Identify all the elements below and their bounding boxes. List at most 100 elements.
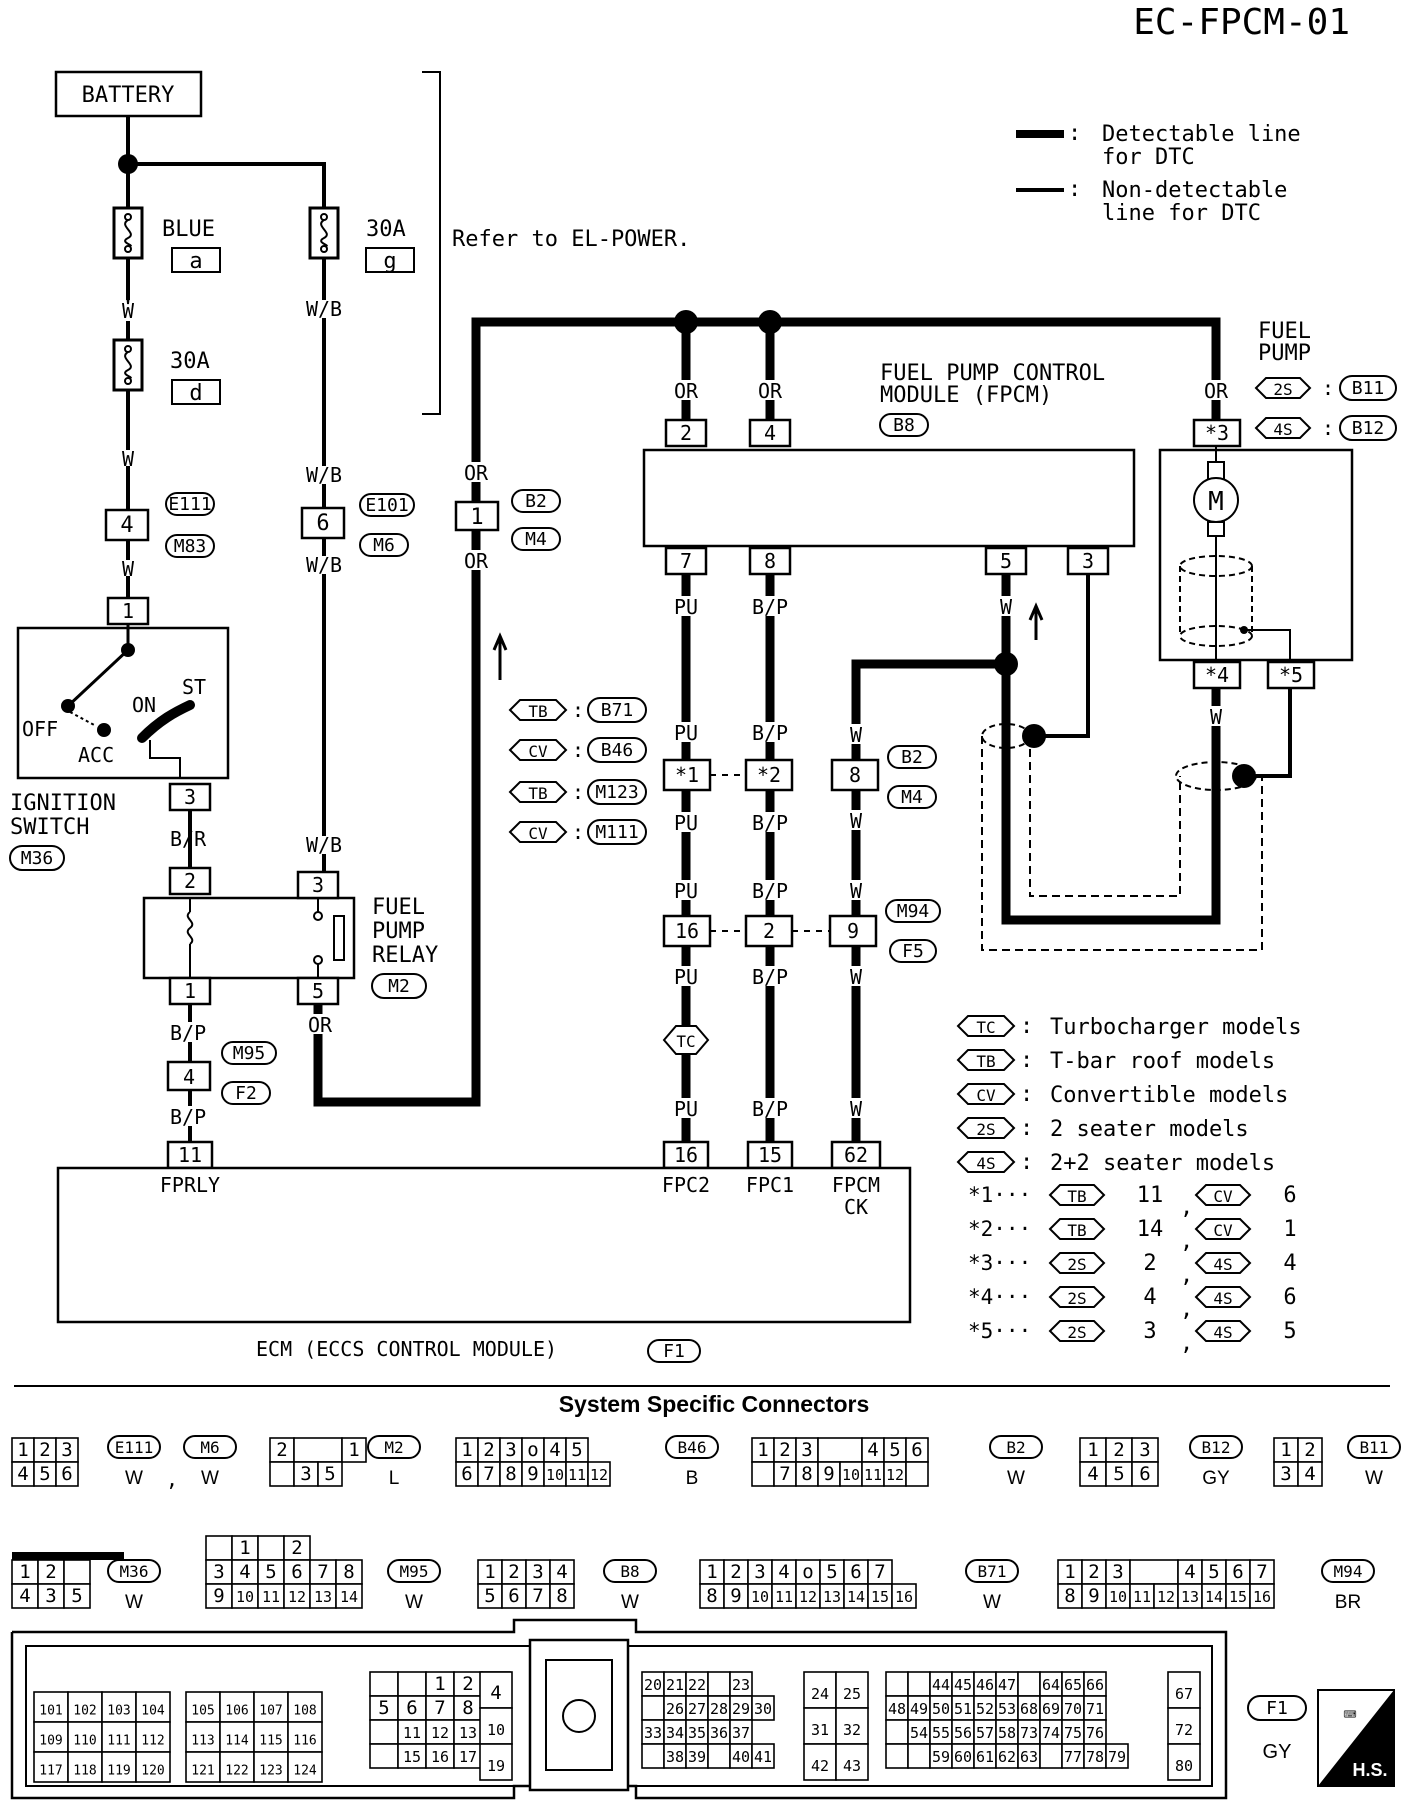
svg-text:3: 3: [1280, 1463, 1291, 1485]
svg-text:TB: TB: [528, 784, 547, 803]
svg-text:7: 7: [434, 1697, 445, 1719]
svg-text:4: 4: [1143, 1285, 1156, 1310]
svg-text:48: 48: [888, 1700, 906, 1718]
svg-text:4: 4: [1304, 1463, 1315, 1485]
svg-text:8: 8: [505, 1463, 516, 1485]
svg-text:113: 113: [191, 1734, 214, 1749]
svg-text:52: 52: [976, 1700, 994, 1718]
svg-text:115: 115: [259, 1734, 282, 1749]
svg-text:B/P: B/P: [752, 879, 788, 903]
svg-text:2+2 seater models: 2+2 seater models: [1050, 1151, 1275, 1176]
svg-text::: :: [572, 698, 584, 722]
svg-text:W: W: [201, 1468, 219, 1489]
svg-text:B2: B2: [1006, 1438, 1025, 1457]
svg-text:B2: B2: [525, 491, 547, 512]
svg-text:47: 47: [998, 1676, 1016, 1694]
svg-text:4: 4: [1283, 1251, 1296, 1276]
svg-text:4: 4: [1184, 1561, 1195, 1583]
svg-text:FPCM: FPCM: [832, 1173, 880, 1197]
svg-text:31: 31: [811, 1721, 829, 1739]
svg-text:3: 3: [1143, 1319, 1156, 1344]
svg-text:44: 44: [932, 1676, 950, 1694]
svg-text:FUEL: FUEL: [1258, 319, 1311, 344]
svg-text:117: 117: [39, 1764, 62, 1779]
svg-text:OFF: OFF: [22, 717, 58, 741]
fpcm-module: [642, 448, 1136, 548]
svg-text:1: 1: [434, 1673, 445, 1695]
svg-text:,: ,: [1180, 1297, 1193, 1322]
svg-text:TC: TC: [976, 1018, 995, 1037]
svg-text:59: 59: [932, 1748, 950, 1766]
svg-text:2: 2: [462, 1673, 473, 1695]
svg-text:W/B: W/B: [306, 463, 342, 487]
svg-text:2: 2: [1113, 1439, 1124, 1461]
svg-text:8: 8: [801, 1463, 812, 1485]
svg-text:12: 12: [1157, 1588, 1175, 1606]
svg-text:B/P: B/P: [170, 1021, 206, 1045]
svg-text:71: 71: [1086, 1700, 1104, 1718]
svg-text:34: 34: [666, 1724, 684, 1742]
svg-text:2 seater models: 2 seater models: [1050, 1117, 1249, 1142]
svg-text:12: 12: [288, 1588, 306, 1606]
svg-text:121: 121: [191, 1764, 214, 1779]
svg-text:64: 64: [1042, 1676, 1060, 1694]
svg-text:6: 6: [461, 1463, 472, 1485]
svg-text:1: 1: [184, 979, 196, 1003]
svg-text:1: 1: [1283, 1217, 1296, 1242]
svg-text:B: B: [686, 1468, 699, 1489]
svg-text:2: 2: [508, 1561, 519, 1583]
svg-text:B/R: B/R: [170, 827, 207, 851]
svg-text:OR: OR: [464, 461, 489, 485]
svg-text:TC: TC: [676, 1032, 695, 1051]
svg-text:5: 5: [39, 1463, 50, 1485]
svg-text:6: 6: [1283, 1183, 1296, 1208]
svg-text:3: 3: [532, 1561, 543, 1583]
svg-text:L: L: [389, 1468, 400, 1489]
svg-text:45: 45: [954, 1676, 972, 1694]
svg-text:15: 15: [871, 1588, 889, 1606]
svg-text:5: 5: [1000, 549, 1012, 573]
svg-text:116: 116: [293, 1734, 316, 1749]
svg-text:9: 9: [823, 1463, 834, 1485]
svg-text:M36: M36: [21, 848, 54, 869]
svg-text:3: 3: [213, 1561, 224, 1583]
svg-text:123: 123: [259, 1764, 282, 1779]
svg-text:57: 57: [976, 1724, 994, 1742]
svg-text:*2: *2: [757, 763, 781, 787]
svg-text:7: 7: [1256, 1561, 1267, 1583]
svg-text:*5: *5: [1279, 663, 1303, 687]
svg-text:BR: BR: [1335, 1592, 1361, 1613]
svg-text:4S: 4S: [1213, 1255, 1232, 1274]
svg-text:11: 11: [178, 1143, 202, 1167]
svg-text::: :: [572, 780, 584, 804]
svg-text::: :: [1068, 177, 1081, 202]
svg-text:5: 5: [378, 1697, 389, 1719]
svg-text:OR: OR: [464, 549, 489, 573]
svg-text:B8: B8: [620, 1562, 639, 1581]
svg-text:B46: B46: [601, 740, 634, 761]
svg-text:3: 3: [1112, 1561, 1123, 1583]
svg-text:PU: PU: [674, 595, 698, 619]
svg-text:B/P: B/P: [752, 595, 788, 619]
svg-text:W: W: [125, 1592, 143, 1613]
svg-text:SWITCH: SWITCH: [10, 815, 89, 840]
svg-text:28: 28: [710, 1700, 728, 1718]
svg-text:4: 4: [490, 1682, 501, 1704]
svg-text:10: 10: [1109, 1588, 1127, 1606]
svg-text:111: 111: [107, 1734, 130, 1749]
svg-text:B71: B71: [978, 1562, 1007, 1581]
svg-text:1: 1: [122, 599, 134, 623]
svg-text:30A: 30A: [366, 217, 406, 242]
svg-text:12: 12: [431, 1724, 449, 1742]
svg-text:4: 4: [183, 1065, 195, 1089]
svg-text:4: 4: [764, 421, 776, 445]
svg-text:CV: CV: [1213, 1221, 1233, 1240]
